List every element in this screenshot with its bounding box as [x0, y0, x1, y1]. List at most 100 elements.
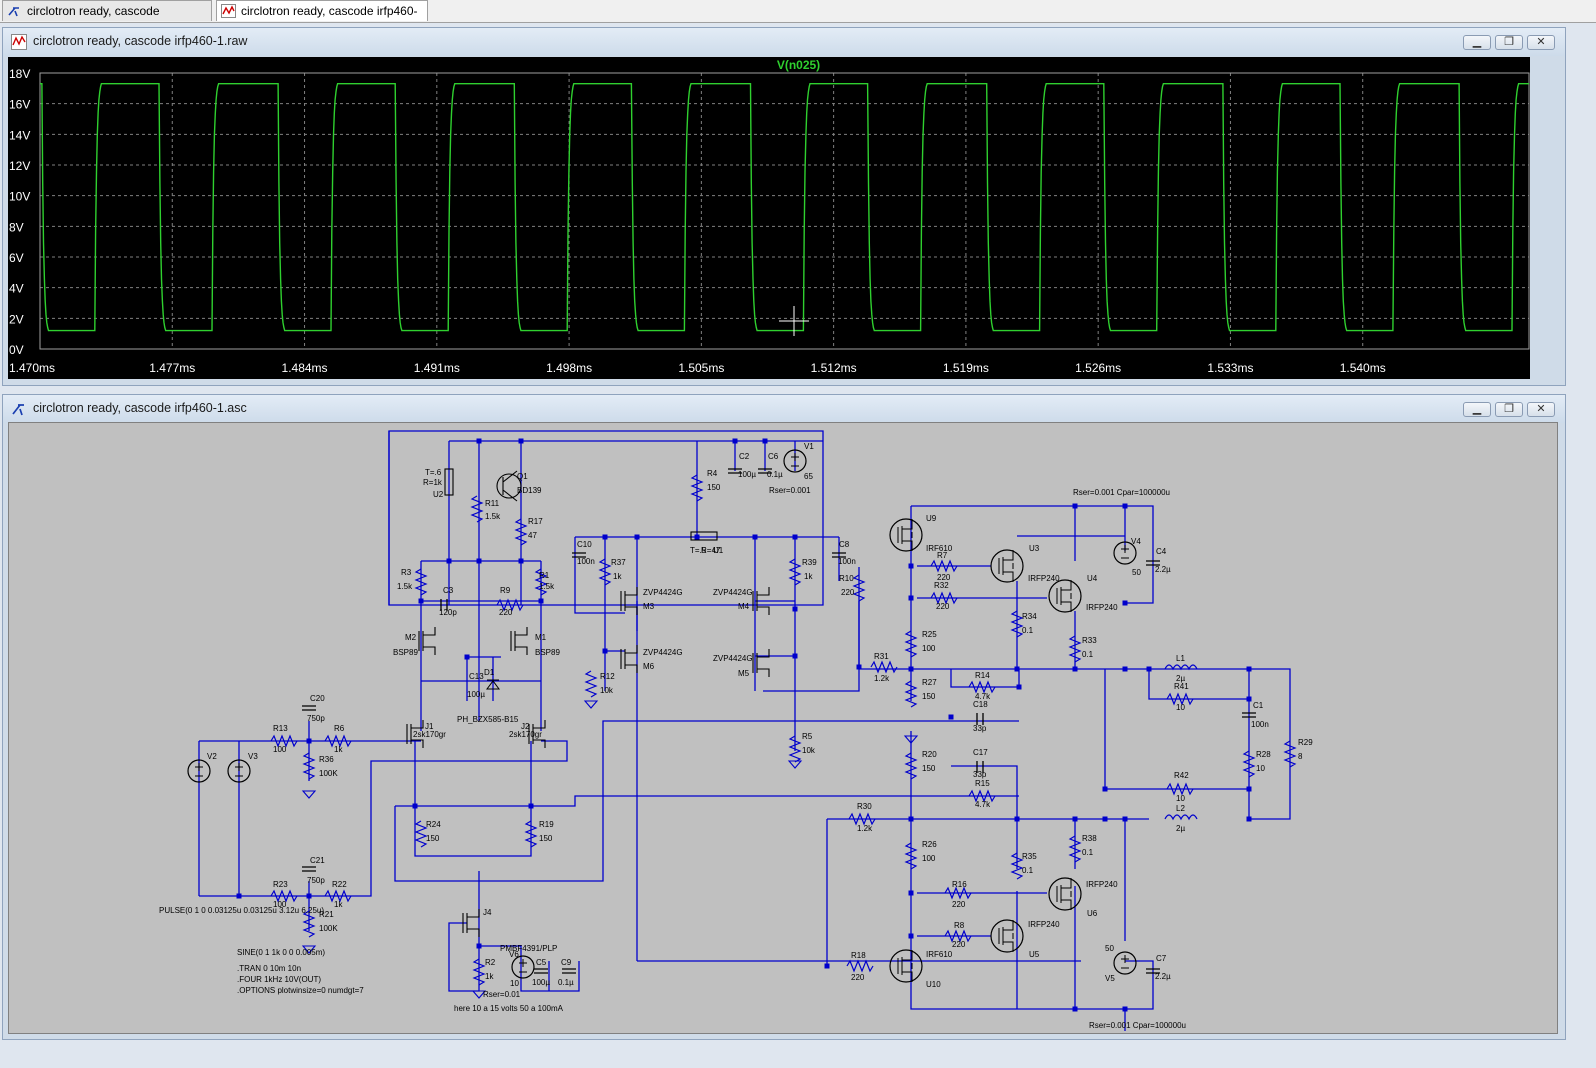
close-button[interactable]: ✕ — [1527, 35, 1555, 50]
component-label: R=47 — [701, 546, 721, 555]
resistor-symbol — [788, 735, 802, 763]
tab-waveform[interactable]: circlotron ready, cascode irfp460-1.raw — [216, 0, 428, 39]
resistor-symbol — [414, 820, 428, 848]
component-label: M5 — [738, 669, 750, 678]
component-label: V5 — [1105, 974, 1115, 983]
minimize-button[interactable]: ▁ — [1463, 402, 1491, 417]
component-label: R37 — [611, 558, 626, 567]
component-label: R29 — [1298, 738, 1313, 747]
wire-junction — [752, 534, 758, 540]
window-titlebar[interactable]: circlotron ready, cascode irfp460-1.asc … — [3, 395, 1565, 423]
wire-junction — [446, 558, 452, 564]
wire-junction — [1122, 816, 1128, 822]
resistor-symbol — [690, 474, 704, 502]
component-label: J1 — [425, 722, 434, 731]
resistor-symbol — [846, 959, 874, 973]
circuit-schematic[interactable]: T=.6R=1kU2Q1BD139R111.5kR1747R4150C2100µ… — [9, 423, 1559, 1035]
polarity-mark — [1121, 545, 1129, 559]
wire-junction — [908, 890, 914, 896]
capacitor-symbol — [302, 866, 316, 872]
window-titlebar[interactable]: circlotron ready, cascode irfp460-1.raw … — [3, 28, 1565, 56]
component-label: 150 — [922, 764, 936, 773]
component-label: 150 — [707, 483, 721, 492]
mosfet-terminals — [1056, 878, 1072, 910]
resistor-symbol — [1242, 750, 1256, 778]
component-label: R3 — [401, 568, 412, 577]
close-button[interactable]: ✕ — [1527, 402, 1555, 417]
wire-junction — [792, 653, 798, 659]
wire-junction — [908, 563, 914, 569]
component-label: ZVP4424G — [713, 654, 753, 663]
capacitor-symbol — [562, 968, 576, 974]
wire-junction — [694, 534, 700, 540]
component-label: C3 — [443, 586, 454, 595]
component-label: 100 — [922, 854, 936, 863]
wire — [199, 740, 568, 897]
component-label: C6 — [768, 452, 779, 461]
component-label: V6 — [509, 950, 519, 959]
component-label: .FOUR 1kHz 10V(OUT) — [237, 975, 321, 984]
voltage-source-symbol — [1113, 541, 1137, 565]
ground-symbol — [301, 790, 317, 799]
component-label: R10 — [839, 574, 854, 583]
component-label: R13 — [273, 724, 288, 733]
component-label: C13 — [469, 672, 484, 681]
wire-junction — [908, 933, 914, 939]
resistor-symbol — [598, 558, 612, 586]
ground-symbol — [787, 760, 803, 769]
minimize-button[interactable]: ▁ — [1463, 35, 1491, 50]
component-label: R=1k — [423, 478, 443, 487]
component-label: Rser=0.001 — [769, 486, 811, 495]
component-label: 4.7k — [975, 692, 991, 701]
resistor-symbol — [496, 598, 524, 612]
x-tick-label: 1.470ms — [9, 361, 55, 375]
capacitor-symbol — [302, 705, 316, 711]
y-tick-label: 10V — [9, 190, 30, 204]
wire-junction — [538, 598, 544, 604]
cursor-crosshair — [779, 306, 809, 336]
restore-button[interactable]: ❐ — [1495, 35, 1523, 50]
tab-schematic[interactable]: circlotron ready, cascode irfp460-1.asc — [2, 0, 212, 39]
component-label: 100µ — [467, 690, 485, 699]
component-label: 100n — [1251, 720, 1269, 729]
component-label: 220 — [952, 900, 966, 909]
component-labels: T=.6R=1kU2Q1BD139R111.5kR1747R4150C2100µ… — [159, 442, 1313, 1030]
component-label: R38 — [1082, 834, 1097, 843]
transistor-symbol — [620, 587, 638, 615]
wire-junction — [306, 738, 312, 744]
x-tick-label: 1.526ms — [1075, 361, 1121, 375]
wire — [1125, 960, 1154, 1010]
wire-junction — [1246, 666, 1252, 672]
restore-button[interactable]: ❐ — [1495, 402, 1523, 417]
bjt-symbol — [496, 473, 522, 499]
annotation-note: here 10 a 15 volts 50 a 100mA — [454, 1004, 564, 1013]
component-label: 33p — [973, 770, 987, 779]
x-tick-label: 1.512ms — [811, 361, 857, 375]
resistor-symbol — [852, 574, 866, 602]
component-label: R17 — [528, 517, 543, 526]
component-label: R39 — [802, 558, 817, 567]
component-label: V2 — [207, 752, 217, 761]
component-label: BSP89 — [393, 648, 418, 657]
component-label: 0.1 — [1082, 650, 1094, 659]
wire — [951, 765, 1018, 796]
polarity-mark — [1121, 955, 1129, 969]
wire-junction — [412, 803, 418, 809]
component-label: 33p — [973, 724, 987, 733]
component-label: U6 — [1087, 909, 1098, 918]
wire-junction — [1016, 684, 1022, 690]
component-label: 10k — [600, 686, 614, 695]
component-label: 10 — [1176, 703, 1185, 712]
component-label: 2.2µ — [1155, 565, 1171, 574]
component-label: R11 — [485, 499, 500, 508]
wire-junction — [306, 893, 312, 899]
component-label: R14 — [975, 671, 990, 680]
resistor-symbol — [470, 495, 484, 523]
voltage-source-symbol — [511, 955, 535, 979]
x-tick-label: 1.540ms — [1340, 361, 1386, 375]
component-label: PH_BZX585-B15 — [457, 715, 519, 724]
resistor-symbol — [968, 680, 996, 694]
